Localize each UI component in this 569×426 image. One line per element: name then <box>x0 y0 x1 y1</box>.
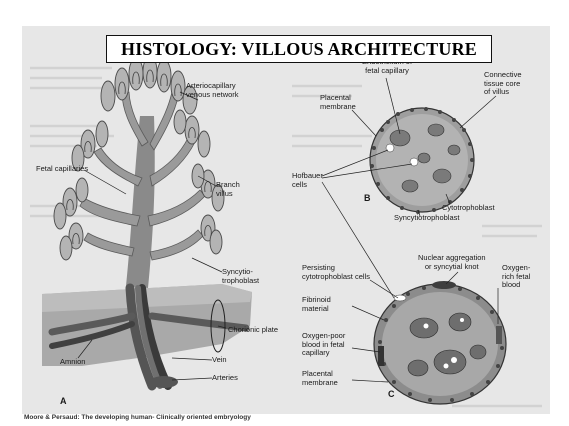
label-connective-tissue: Connective tissue core of villus <box>484 71 522 97</box>
label-amnion: Amnion <box>60 358 85 367</box>
villus-cross-section-c <box>374 281 506 404</box>
panel-letter-c: C <box>388 390 395 399</box>
slide-title: HISTOLOGY: VILLOUS ARCHITECTURE <box>106 35 492 63</box>
villous-illustration <box>22 26 550 414</box>
label-placental-membrane-b: Placental membrane <box>320 94 356 111</box>
label-vein: Vein <box>212 356 227 365</box>
panel-letter-a: A <box>60 397 67 406</box>
label-arteries: Arteries <box>212 374 238 383</box>
label-cytotrophoblast: Cytotrophoblast <box>442 204 495 213</box>
label-chorionic-plate: Chorionic plate <box>228 326 278 335</box>
label-syncytiotrophoblast-a: Syncytio- trophoblast <box>222 268 259 285</box>
label-fibrinoid: Fibrinoid material <box>302 296 331 313</box>
label-hofbauer-cells: Hofbauer cells <box>292 172 323 189</box>
label-placental-membrane-c: Placental membrane <box>302 370 338 387</box>
label-nuclear-aggregation: Nuclear aggregation or syncytial knot <box>418 254 486 271</box>
source-citation: Moore & Persaud: The developing human- C… <box>24 414 251 421</box>
villus-cross-section-b <box>370 107 474 214</box>
label-persisting-cytotrophoblast: Persisting cytotrophoblast cells <box>302 264 370 281</box>
panel-letter-b: B <box>364 194 371 203</box>
label-branch-villus: Branch villus <box>216 181 240 198</box>
label-oxygen-poor: Oxygen-poor blood in fetal capillary <box>302 332 345 358</box>
label-fetal-capillaries: Fetal capillaries <box>36 165 88 174</box>
scanned-figure: Arteriocapillary venous network Fetal ca… <box>22 26 550 414</box>
label-arteriocapillary: Arteriocapillary venous network <box>186 82 239 99</box>
villous-tree <box>42 56 252 388</box>
label-syncytiotrophoblast-b: Syncytiotrophoblast <box>394 214 459 223</box>
label-oxygen-rich: Oxygen- rich fetal blood <box>502 264 530 290</box>
